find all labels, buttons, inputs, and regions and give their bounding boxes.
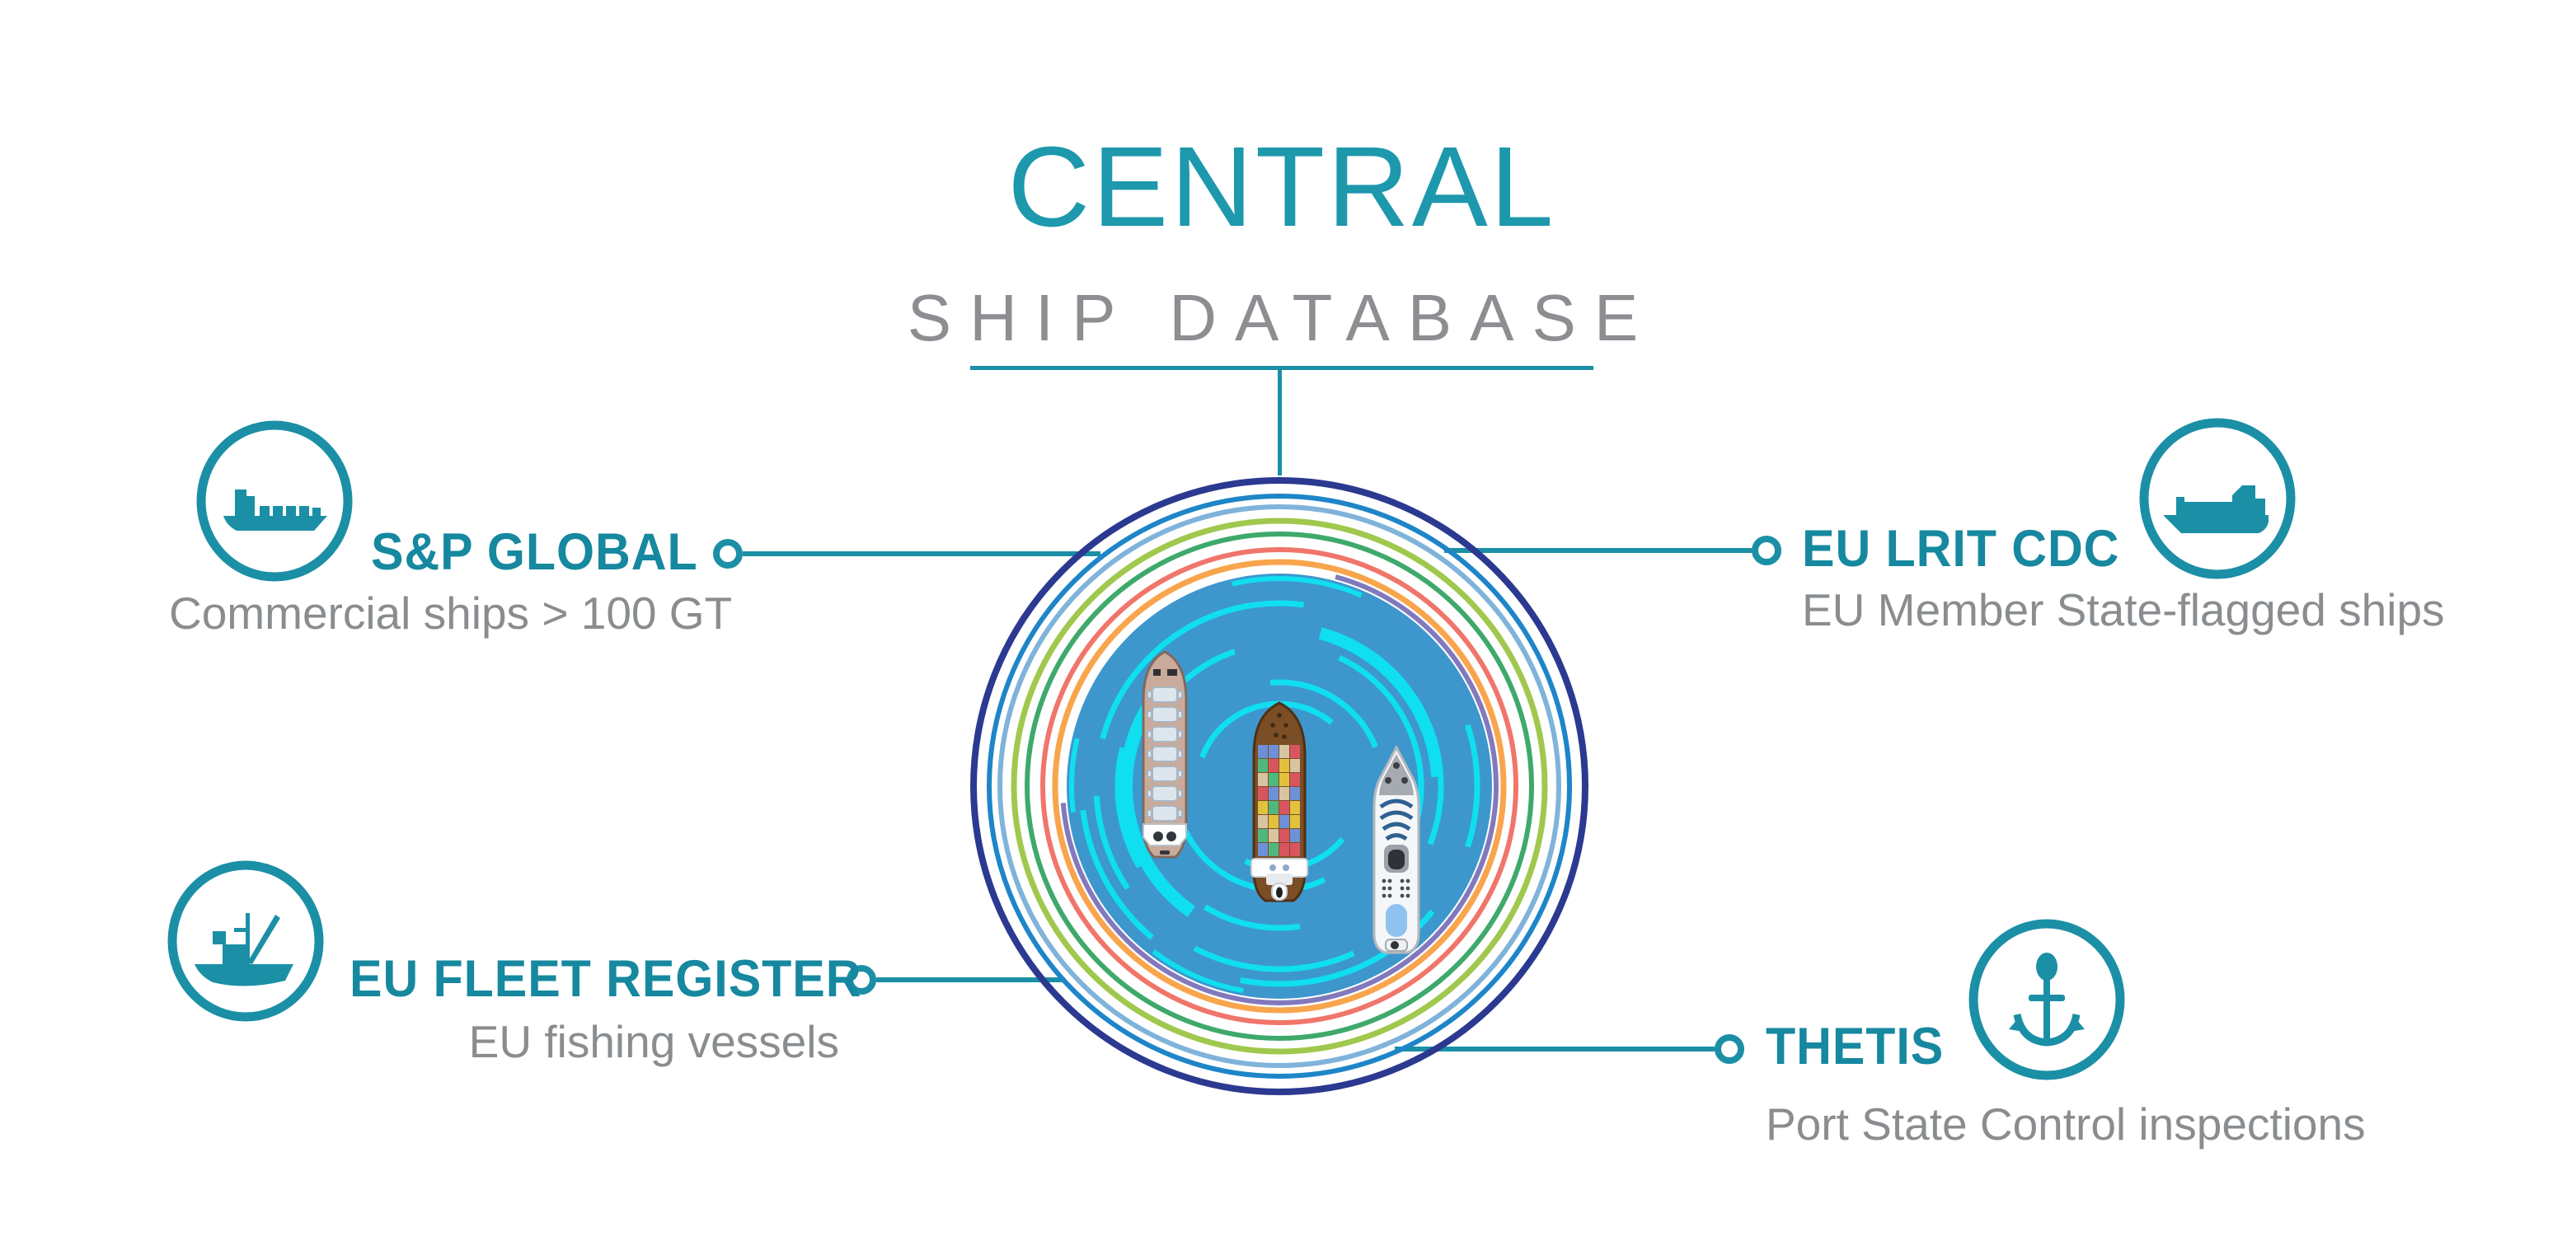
callout-title-eu-lrit: EU LRIT CDC: [1802, 520, 2120, 578]
ring-navy: [970, 477, 1588, 1095]
bulk-carrier-ship: [1142, 650, 1188, 859]
title-underline: [970, 366, 1593, 370]
container-ship: [1250, 701, 1308, 902]
connector-node-thetis: [1715, 1034, 1744, 1064]
central-ship-database-illustration: [970, 477, 1588, 1095]
callout-desc-eu-lrit: EU Member State-flagged ships: [1802, 584, 2445, 635]
ring-steel-blue: [997, 504, 1561, 1068]
connector-node-sp-global: [713, 539, 743, 569]
ring-yellow-green: [1011, 518, 1548, 1055]
ring-blue: [987, 494, 1572, 1079]
database-rings: [970, 477, 1588, 1095]
anchor-icon: [1968, 919, 2125, 1080]
callout-title-eu-fleet: EU FLEET REGISTER: [350, 950, 862, 1008]
callout-desc-thetis: Port State Control inspections: [1766, 1098, 2366, 1150]
ring-salmon: [1040, 547, 1518, 1025]
connector-line-thetis: [1395, 1047, 1715, 1052]
containers: [1258, 745, 1300, 856]
ferry-ship-icon: [2139, 418, 2296, 579]
yacht-ship: [1372, 744, 1420, 954]
cargo-ship-icon: [196, 420, 353, 582]
connector-node-eu-fleet: [847, 965, 876, 995]
callout-desc-eu-fleet: EU fishing vessels: [468, 1016, 839, 1067]
connector-node-eu-lrit: [1752, 536, 1781, 565]
title-connector-line: [1278, 370, 1282, 475]
fishing-boat-icon: [167, 860, 324, 1022]
connector-line-sp-global: [743, 551, 1100, 556]
connector-line-eu-fleet: [876, 977, 1065, 982]
ring-green: [1025, 532, 1534, 1041]
callout-desc-sp-global: Commercial ships > 100 GT: [169, 588, 733, 639]
callout-title-thetis: THETIS: [1766, 1018, 1945, 1075]
callout-title-sp-global: S&P GLOBAL: [371, 523, 698, 581]
connector-line-eu-lrit: [1444, 548, 1752, 553]
ring-purple-partial: [1060, 567, 1499, 1005]
page-subtitle: SHIP DATABASE: [907, 281, 1657, 354]
ring-orange: [1052, 559, 1507, 1014]
page-title: CENTRAL: [1007, 124, 1556, 251]
